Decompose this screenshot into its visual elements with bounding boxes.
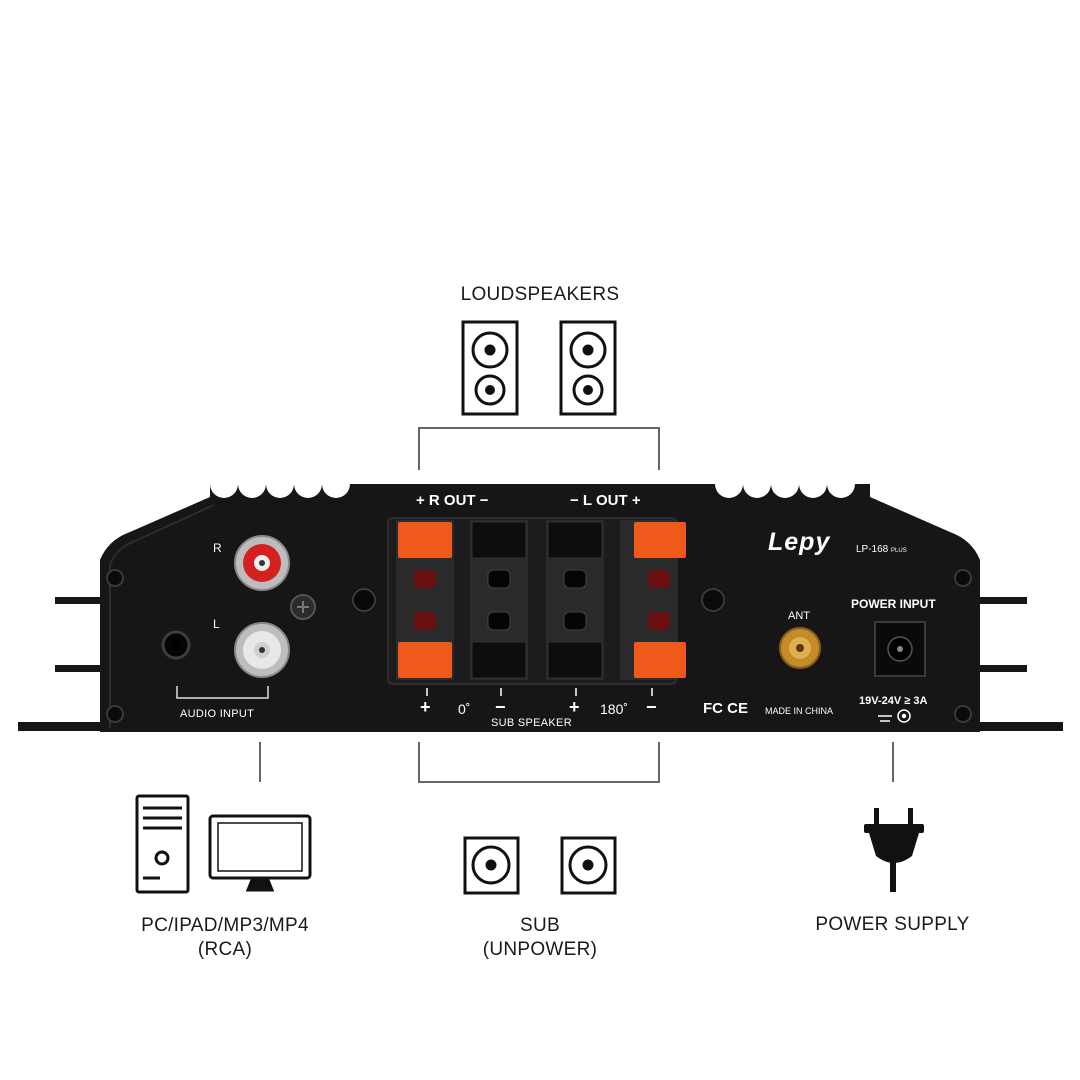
loudspeaker-icon-left: [559, 320, 617, 416]
ground-screw: [290, 594, 316, 620]
aux-jack: [161, 630, 191, 660]
dc-polarity-icon: [878, 709, 911, 723]
terminal-plus-1: +: [420, 697, 431, 717]
model-label: LP-168 PLUS: [856, 544, 907, 555]
ant-label: ANT: [788, 610, 810, 622]
sub-label-line1: SUB: [520, 915, 560, 936]
sub-speaker-icon-1: [463, 836, 520, 895]
model-number: LP-168: [856, 544, 889, 555]
audio-input-bracket: [176, 686, 269, 699]
terminal-minus-2: −: [646, 697, 657, 717]
rca-input-r: [234, 535, 290, 591]
black-terminal-tabs: [471, 521, 603, 679]
terminal-ticks: [426, 688, 653, 696]
loudspeaker-connector-line: [418, 427, 660, 470]
antenna-connector: [779, 627, 821, 669]
phase-0-label: 0˚: [458, 701, 471, 717]
loudspeaker-icon-right: [461, 320, 519, 416]
source-label-line1: PC/IPAD/MP3/MP4: [141, 915, 309, 936]
rca-input-l: [234, 622, 290, 678]
power-plug-icon: [864, 808, 924, 892]
r-out-label: + R OUT −: [416, 492, 489, 509]
brand-logo: Lepy: [768, 528, 831, 556]
sub-label-line2: (UNPOWER): [482, 939, 598, 960]
made-in-label: MADE IN CHINA: [765, 706, 834, 716]
input-l-label: L: [213, 617, 220, 631]
certification-marks: FC CE: [703, 700, 748, 717]
loudspeakers-label: LOUDSPEAKERS: [460, 284, 620, 305]
sub-label: SUB (UNPOWER): [440, 914, 640, 962]
power-input-jack: [874, 621, 926, 677]
orange-terminal-tabs: [398, 522, 686, 678]
phase-180-label: 180˚: [600, 701, 629, 717]
l-out-label: − L OUT +: [570, 492, 641, 509]
pc-tower-icon: [135, 794, 190, 894]
power-supply-label: POWER SUPPLY: [815, 914, 970, 935]
model-suffix: PLUS: [891, 548, 907, 554]
source-label-line2: (RCA): [197, 939, 253, 960]
sub-connector-line: [418, 742, 660, 783]
mounting-screws: [106, 569, 972, 723]
terminal-plus-2: +: [569, 697, 580, 717]
sub-speaker-label: SUB SPEAKER: [491, 717, 572, 729]
input-r-label: R: [213, 541, 222, 555]
terminal-holes: [414, 569, 670, 631]
audio-input-label: AUDIO INPUT: [180, 708, 255, 720]
amplifier-fins: [18, 597, 1063, 731]
terminal-minus-1: −: [495, 697, 506, 717]
monitor-icon: [208, 814, 312, 892]
power-input-label: POWER INPUT: [851, 597, 936, 611]
voltage-label: 19V-24V ≥ 3A: [859, 695, 928, 707]
sub-speaker-icon-2: [560, 836, 617, 895]
source-label: PC/IPAD/MP3/MP4 (RCA): [110, 914, 340, 962]
